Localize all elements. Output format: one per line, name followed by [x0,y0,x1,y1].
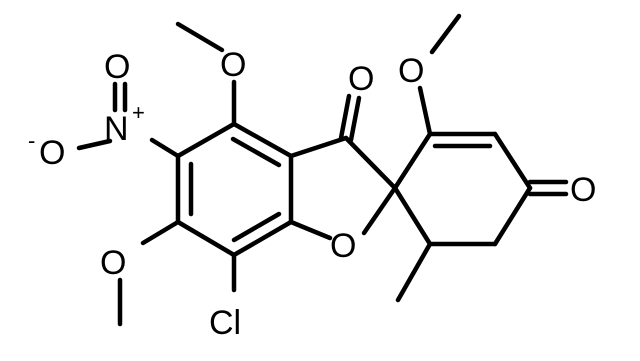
bond [288,135,349,159]
bond [392,131,433,191]
atom-labels: O N + - O O O O O O O Cl [28,46,596,342]
bonds [76,13,569,327]
bond [76,138,113,151]
atom-label: O [398,52,424,90]
bond [492,131,533,191]
atom-label: O [348,60,374,98]
bond [395,241,433,303]
bond [149,137,181,159]
bond [343,135,398,191]
bond [231,211,282,243]
atom-label: O [220,46,246,84]
bond [392,185,433,247]
bond [348,95,362,143]
atom-label: O [570,171,596,209]
bond [175,121,237,159]
bond [417,85,433,137]
bond [231,219,294,258]
atom-label: O [100,244,126,282]
bond [429,13,462,55]
bond [230,136,282,168]
atom-label: Cl [209,304,241,342]
bond [338,93,352,141]
bond [361,185,398,236]
atom-label: N [104,110,129,148]
atom-label: O [330,227,356,265]
atom-charge: + [132,100,145,125]
bond [175,219,237,258]
bond [492,185,533,247]
atom-label: O [104,48,130,86]
bond [231,121,294,159]
bond [175,21,225,53]
bond [288,219,333,241]
atom-label: O [39,134,65,172]
atom-charge: - [28,128,35,153]
bond [140,219,181,246]
